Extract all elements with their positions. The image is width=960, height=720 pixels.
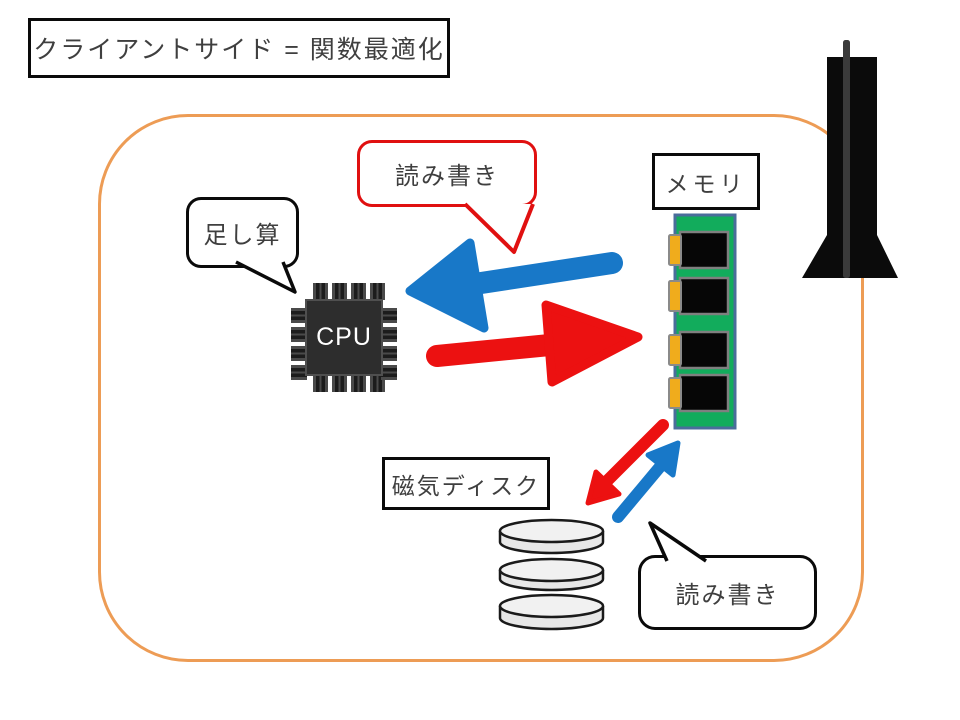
memory-contact [668,234,682,266]
cpu-pin [370,283,385,300]
cpu-label: CPU [306,300,382,375]
cpu-pin [351,375,366,392]
memory-label: メモリ [652,153,760,210]
memory-contact [668,334,682,366]
cpu-pin [291,327,307,342]
cpu-pin [332,283,347,300]
title-text: クライアントサイド = 関数最適化 [33,36,445,64]
cpu-pin [351,283,366,300]
disk-stack-icon [498,518,605,631]
cpu-pin [291,365,307,380]
disk-platter-top [498,593,605,619]
cpu-pin [381,327,397,342]
memory-chip [678,330,730,370]
cpu-chip-icon [291,283,397,392]
arrow-memory-to-disk [585,419,669,506]
arrow-memory-to-cpu [405,238,623,333]
cpu-pin [381,365,397,380]
cpu-pin [381,346,397,361]
server-tower-icon [802,40,898,278]
tower-center-line [843,40,850,278]
arrow-head [541,300,643,387]
memory-chip [678,276,730,316]
disk-platter-top [498,557,605,583]
arrow-head [405,238,489,333]
cpu-pin [291,346,307,361]
arrow-shaft [457,252,623,296]
memory-contact [668,377,682,409]
arrow-head [585,469,622,506]
callout-addition-text: 足し算 [203,222,282,249]
memory-contact [668,280,682,312]
system-boundary-frame [98,114,864,662]
cpu-pin [313,283,328,300]
arrow-shaft [426,333,571,367]
callout-read-write-cpu-memory-text: 読み書き [395,163,499,190]
arrow-disk-to-memory [612,440,681,523]
cpu-pin [381,308,397,323]
cpu-label-text: CPU [316,323,372,351]
disk-label: 磁気ディスク [382,457,550,510]
callout-addition: 足し算 [186,197,299,268]
arrow-shaft [612,456,670,523]
memory-label-text: メモリ [665,170,747,197]
arrow-shaft [598,419,669,490]
memory-module-icon [668,213,737,430]
memory-chip [678,230,730,270]
arrow-cpu-to-memory [426,300,643,387]
cpu-pin [313,375,328,392]
cpu-body [305,299,383,376]
cpu-pin [332,375,347,392]
callout-read-write-memory-disk: 読み書き [638,555,817,630]
arrow-head [645,440,681,478]
callout-read-write-cpu-memory: 読み書き [357,140,537,207]
callout-read-write-memory-disk-text: 読み書き [675,582,780,609]
title-box: クライアントサイド = 関数最適化 [28,18,450,78]
disk-label-text: 磁気ディスク [391,472,541,499]
cpu-pin [291,308,307,323]
disk-platter-top [498,518,605,544]
memory-chip [678,373,730,413]
